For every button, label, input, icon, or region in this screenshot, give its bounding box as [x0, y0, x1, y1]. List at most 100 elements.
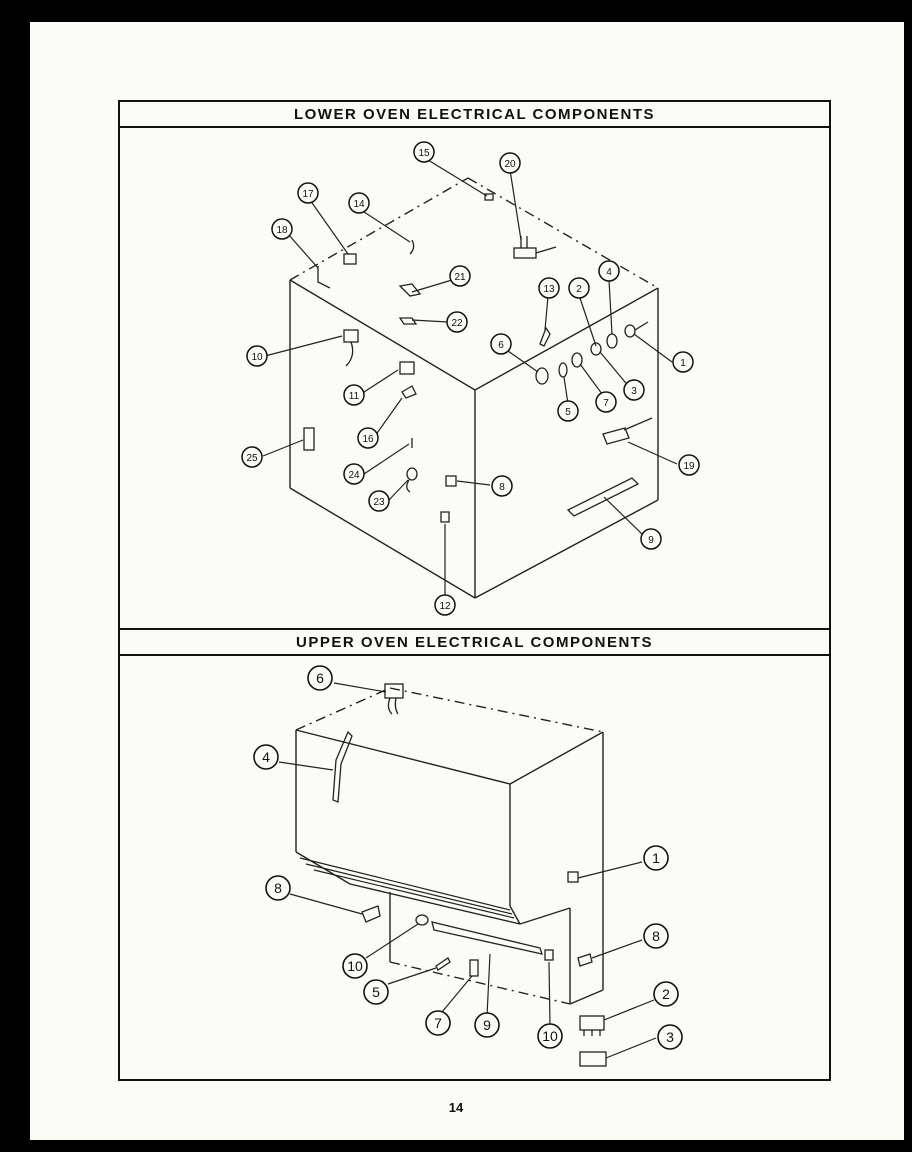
svg-text:4: 4 — [606, 267, 612, 278]
svg-text:10: 10 — [347, 958, 363, 974]
upper-part-8-left-shape — [361, 905, 381, 923]
upper-part-4-shape — [332, 730, 353, 803]
upper-callout-2: 2 — [653, 981, 679, 1007]
svg-text:7: 7 — [434, 1015, 442, 1031]
upper-section-title: UPPER OVEN ELECTRICAL COMPONENTS — [120, 628, 829, 656]
callout-20: 20 — [499, 152, 521, 174]
callout-11: 11 — [343, 384, 365, 406]
part-14-shape — [409, 239, 415, 255]
svg-text:21: 21 — [454, 272, 466, 283]
svg-text:17: 17 — [302, 189, 314, 200]
callout-16: 16 — [357, 427, 379, 449]
svg-text:24: 24 — [348, 470, 360, 481]
part-23-shape — [406, 467, 418, 481]
part-6-shape — [535, 367, 549, 385]
callout-8: 8 — [491, 475, 513, 497]
svg-text:2: 2 — [576, 284, 582, 295]
svg-text:8: 8 — [652, 928, 660, 944]
part-5-shape — [558, 362, 568, 378]
part-22-shape — [398, 317, 418, 325]
svg-text:3: 3 — [666, 1029, 674, 1045]
svg-text:15: 15 — [418, 148, 430, 159]
part-7-shape — [571, 352, 583, 368]
diagram-frame: LOWER OVEN ELECTRICAL COMPONENTS UPPER O… — [118, 100, 831, 1081]
upper-leader-lines — [278, 682, 657, 1059]
part-8-shape — [445, 475, 457, 487]
upper-part-10-right-shape — [544, 949, 554, 961]
svg-text:20: 20 — [504, 159, 516, 170]
upper-cabinet-shading — [299, 857, 515, 919]
svg-text:19: 19 — [683, 461, 695, 472]
part-18-shape — [317, 266, 331, 289]
callout-2: 2 — [568, 277, 590, 299]
part-10-shape — [343, 329, 359, 343]
svg-text:10: 10 — [542, 1028, 558, 1044]
upper-parts — [332, 683, 607, 1067]
svg-text:13: 13 — [543, 284, 555, 295]
svg-text:9: 9 — [483, 1017, 491, 1033]
svg-text:1: 1 — [652, 850, 660, 866]
part-3-shape — [590, 342, 602, 356]
upper-part-6-shape — [384, 683, 404, 699]
callout-12: 12 — [434, 594, 456, 616]
part-9-shape — [566, 477, 640, 517]
svg-text:6: 6 — [498, 340, 504, 351]
callout-3: 3 — [623, 379, 645, 401]
upper-part-1-shape — [567, 871, 579, 883]
callout-4: 4 — [598, 260, 620, 282]
part-4-shape — [624, 324, 636, 338]
svg-text:23: 23 — [373, 497, 385, 508]
lower-callouts: 15 20 17 14 18 21 22 13 2 4 1 3 7 5 6 10… — [241, 141, 700, 616]
part-13-shape — [539, 326, 551, 347]
upper-callout-8-right: 8 — [643, 923, 669, 949]
upper-part-7-shape — [469, 959, 479, 977]
upper-callout-6: 6 — [307, 665, 333, 691]
page-sheet — [30, 22, 904, 1140]
svg-text:5: 5 — [372, 984, 380, 1000]
svg-text:22: 22 — [451, 318, 463, 329]
part-16-shape — [401, 385, 417, 399]
callout-10: 10 — [246, 345, 268, 367]
lower-leader-lines — [262, 159, 678, 595]
part-15-shape — [484, 193, 494, 201]
upper-part-9-shape — [431, 921, 543, 955]
callout-13: 13 — [538, 277, 560, 299]
svg-text:3: 3 — [631, 386, 637, 397]
svg-text:8: 8 — [274, 880, 282, 896]
callout-18: 18 — [271, 218, 293, 240]
callout-21: 21 — [449, 265, 471, 287]
callout-1: 1 — [672, 351, 694, 373]
svg-text:7: 7 — [603, 398, 609, 409]
upper-cabinet-outline — [295, 687, 604, 1005]
svg-text:9: 9 — [648, 535, 654, 546]
callout-22: 22 — [446, 311, 468, 333]
svg-text:1: 1 — [680, 358, 686, 369]
svg-text:25: 25 — [246, 453, 258, 464]
svg-text:8: 8 — [499, 482, 505, 493]
lower-parts — [303, 193, 653, 523]
callout-19: 19 — [678, 454, 700, 476]
upper-callout-10-right: 10 — [537, 1023, 563, 1049]
upper-callout-10-left: 10 — [342, 953, 368, 979]
callout-5: 5 — [557, 400, 579, 422]
part-25-shape — [303, 427, 315, 451]
callout-25: 25 — [241, 446, 263, 468]
part-17-shape — [343, 253, 357, 265]
callout-14: 14 — [348, 192, 370, 214]
callout-9: 9 — [640, 528, 662, 550]
svg-text:4: 4 — [262, 749, 270, 765]
part-21-shape — [398, 283, 422, 297]
upper-callout-1: 1 — [643, 845, 669, 871]
callout-24: 24 — [343, 463, 365, 485]
part-11-shape — [399, 361, 415, 375]
upper-part-5-shape — [435, 957, 451, 971]
upper-part-3-shape — [579, 1051, 607, 1067]
callout-17: 17 — [297, 182, 319, 204]
upper-callout-7: 7 — [425, 1010, 451, 1036]
svg-text:5: 5 — [565, 407, 571, 418]
svg-text:16: 16 — [362, 434, 374, 445]
lower-section-title: LOWER OVEN ELECTRICAL COMPONENTS — [120, 100, 829, 128]
callout-6: 6 — [490, 333, 512, 355]
upper-part-10-left-shape — [415, 914, 429, 926]
lower-cabinet-outline — [289, 177, 659, 599]
